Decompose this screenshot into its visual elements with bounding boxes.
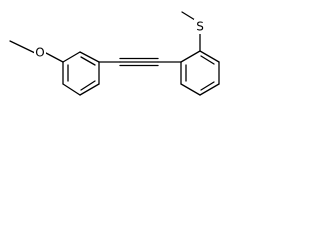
bond-sulfur-methyl [181,11,196,21]
oxygen-label: O [35,46,44,60]
ring-left-bond-1 [62,51,81,63]
ring-left-double-2 [80,80,96,91]
ring-right-double-1 [200,55,215,65]
ring-right-bond-1 [180,50,201,63]
ring-right-double-2 [200,81,215,91]
ring-right-bond-2 [199,50,220,63]
atom-label-layer: O S [34,19,206,60]
methoxyphenyl-ring [62,51,100,96]
structure-diagram: O S [9,11,220,96]
ring-left-bond-4 [79,83,100,96]
alkyne-triple-bond [119,57,159,67]
bond-layer [9,11,220,96]
bond-methyl-oxygen [9,40,36,54]
bond-oxygen-ring-left [45,52,64,63]
ring-right-bond-4 [199,83,220,96]
oxygen-atom: O [34,45,46,60]
sulfur-atom: S [194,19,206,34]
ring-left-double-1 [80,56,96,66]
ring-right-bond-5 [180,83,201,96]
ring-left-bond-5 [62,83,81,96]
sulfur-label: S [196,20,204,34]
methylthiophenyl-ring [180,50,220,96]
ring-left-bond-2 [79,51,100,63]
